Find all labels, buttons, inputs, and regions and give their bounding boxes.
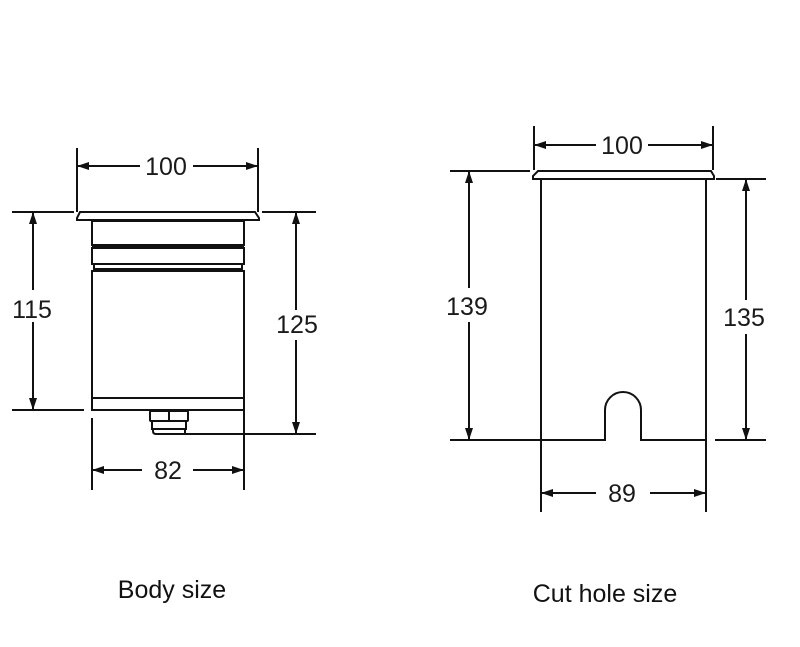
cut-hole-view: 100 139 135 — [446, 126, 766, 608]
cut-right-height-label: 135 — [723, 304, 765, 332]
body-top-width-dimension: 100 — [76, 148, 259, 212]
cut-right-height-dimension: 135 — [715, 178, 766, 441]
cut-bottom-width-dimension: 89 — [540, 440, 707, 512]
cut-left-height-label: 139 — [446, 293, 488, 321]
body-left-height-dimension: 115 — [12, 211, 84, 411]
cut-top-width-label: 100 — [601, 132, 643, 160]
body-bottom-width-dimension: 82 — [91, 410, 245, 490]
cut-hole-size-caption: Cut hole size — [533, 580, 678, 608]
body-size-caption: Body size — [118, 576, 226, 604]
body-left-height-label: 115 — [12, 296, 52, 324]
body-top-width-label: 100 — [145, 153, 187, 181]
body-right-height-label: 125 — [276, 311, 318, 339]
cut-top-width-dimension: 100 — [533, 126, 714, 170]
body-right-height-dimension: 125 — [186, 211, 318, 435]
body-bottom-width-label: 82 — [154, 457, 182, 485]
body-outline — [76, 211, 260, 435]
body-view: 100 — [12, 148, 318, 604]
cable-gland — [149, 410, 189, 435]
cut-left-height-dimension: 139 — [446, 170, 541, 441]
cut-hole-outline — [532, 170, 715, 441]
cut-bottom-width-label: 89 — [608, 480, 636, 508]
